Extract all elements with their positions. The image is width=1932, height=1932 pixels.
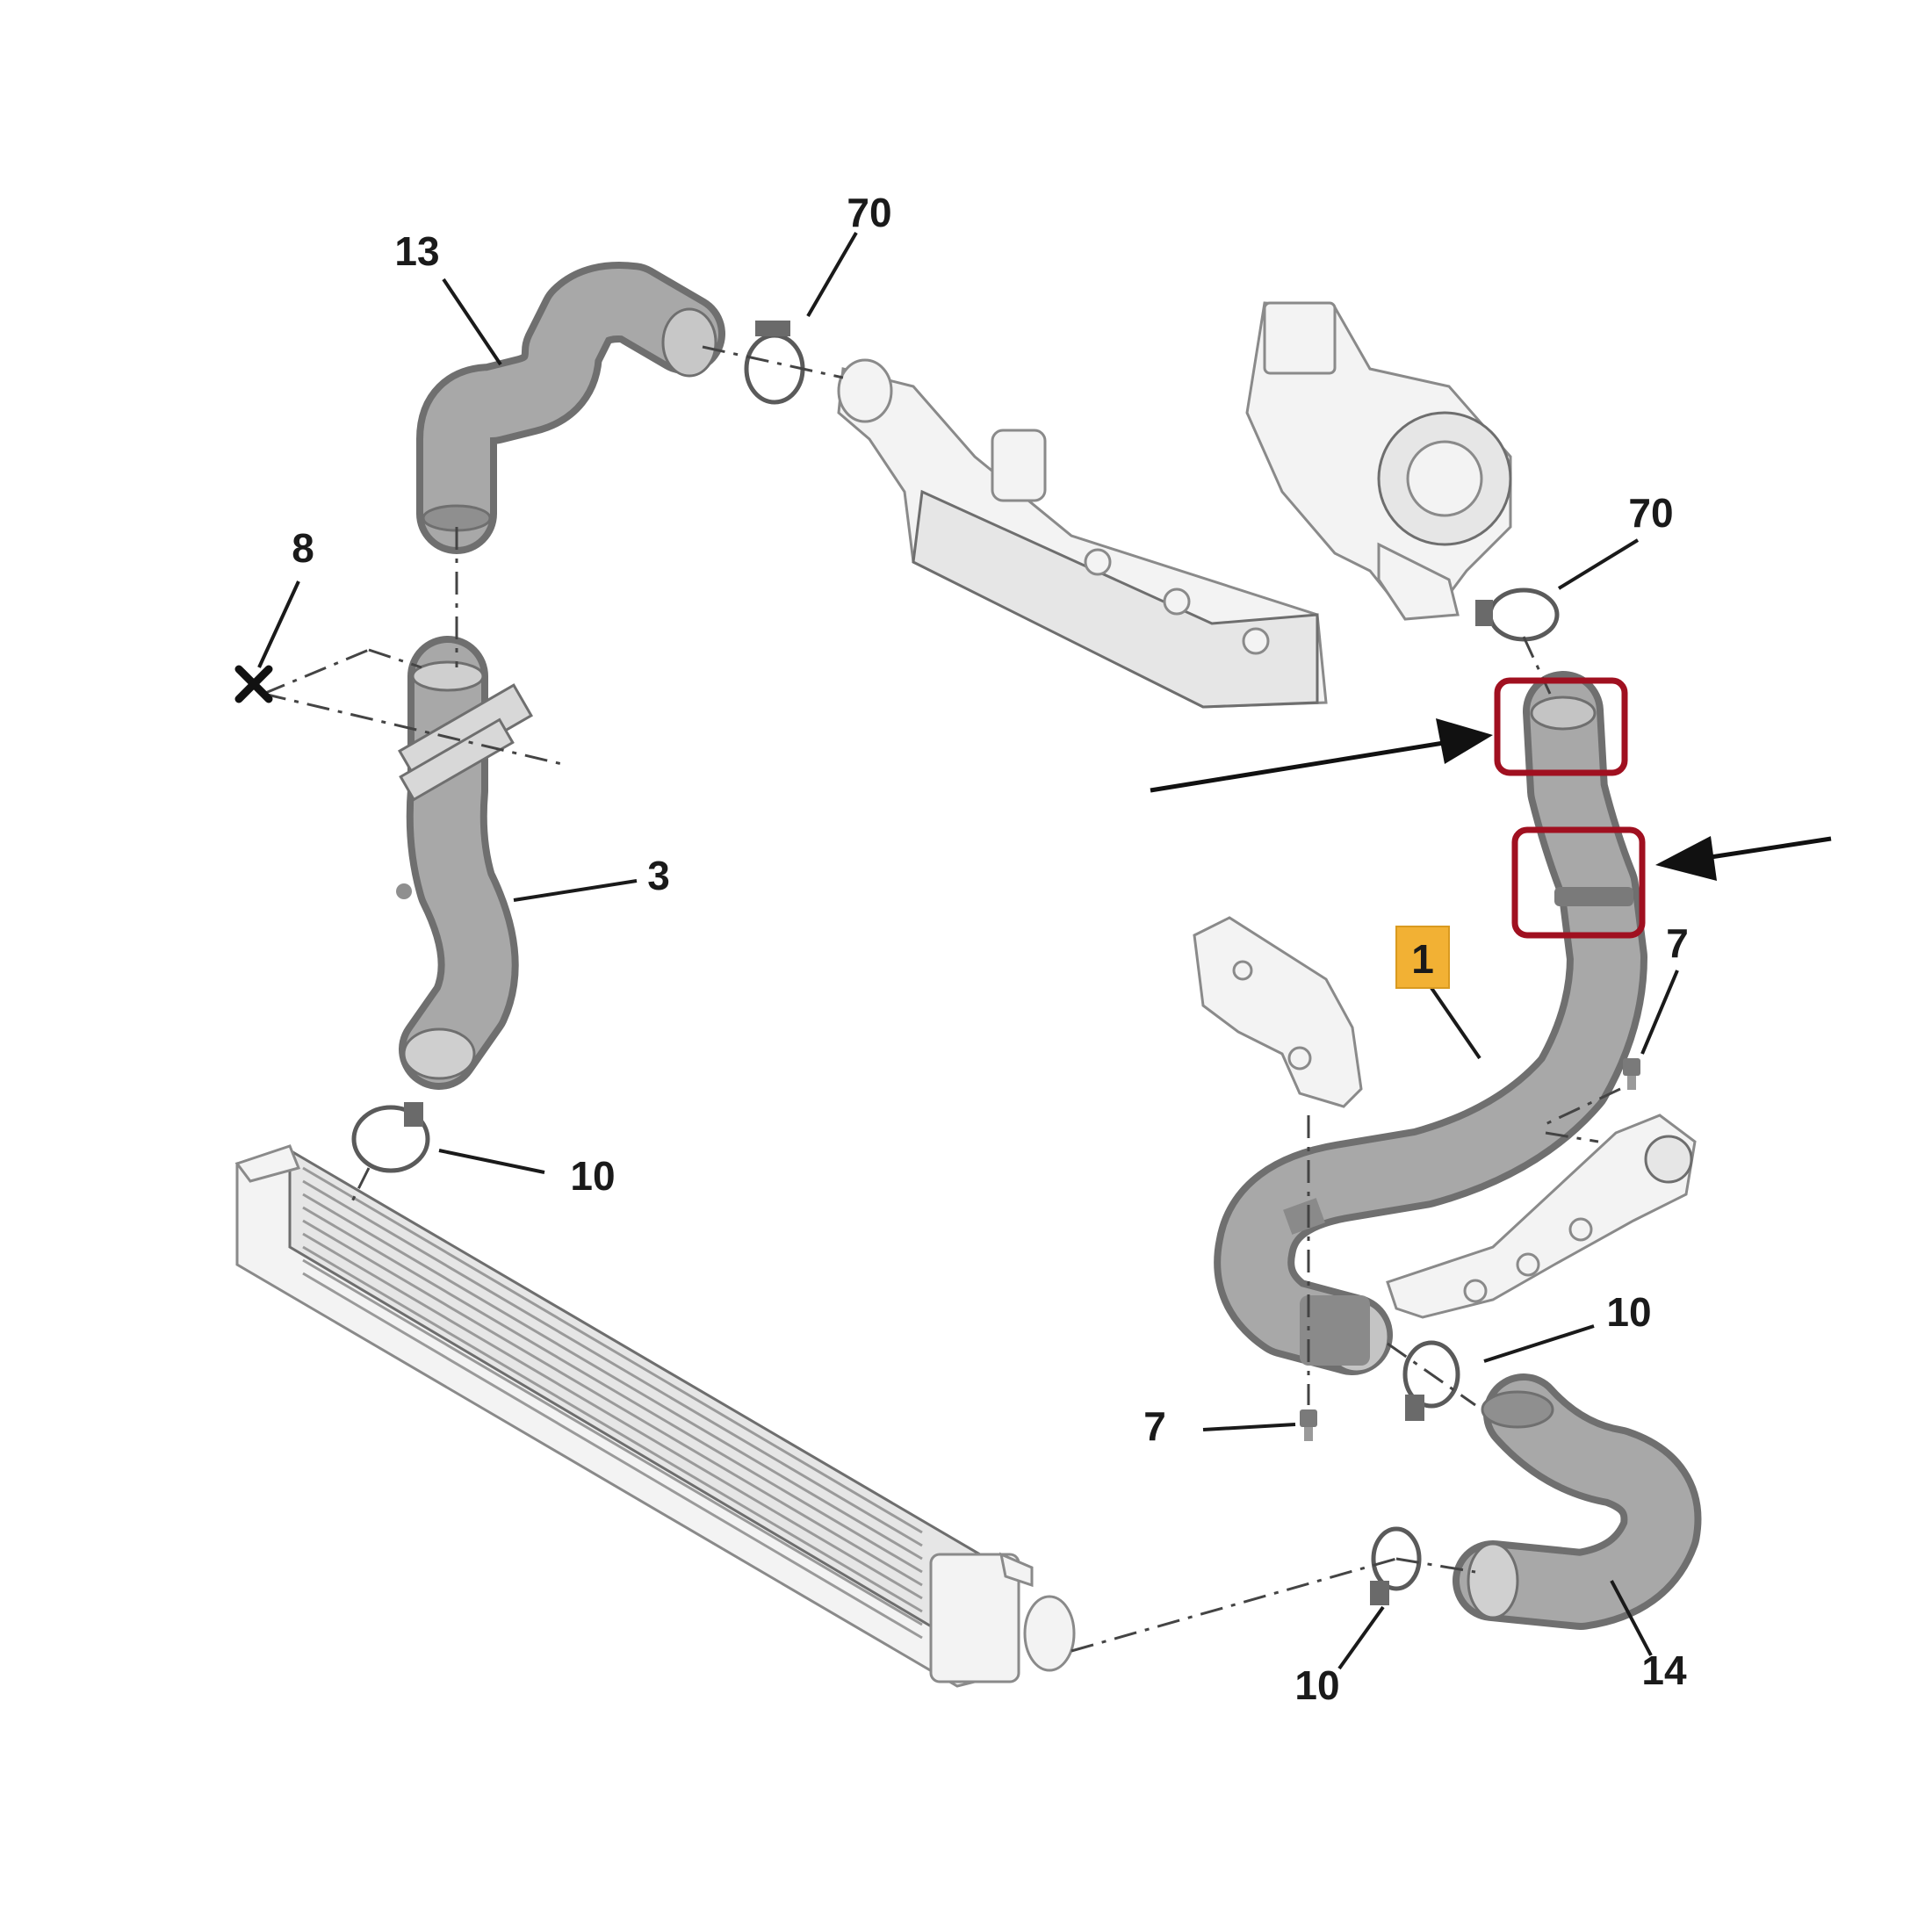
intercooler-outlet-pipe	[1023, 1595, 1076, 1672]
part-1-badge	[1395, 926, 1450, 989]
bolt-7-bottom	[1300, 1409, 1317, 1441]
clamp-10-right	[1402, 1340, 1460, 1421]
assembly-lines	[263, 345, 1621, 1653]
cross-mark-icon	[234, 665, 273, 703]
clamp-70-left	[744, 321, 805, 405]
highlight-box-upper	[1494, 677, 1628, 776]
callout-70-right: 70	[1628, 490, 1673, 536]
hose-1	[1214, 671, 1647, 1375]
engine-bracket	[1193, 916, 1363, 1108]
clamp-10-bottom	[1370, 1526, 1422, 1605]
arrow-right-icon	[1655, 836, 1832, 881]
mounting-arm	[1386, 1114, 1697, 1319]
intercooler-fins	[302, 1166, 923, 1640]
callout-7-right: 7	[1666, 920, 1689, 966]
hose-14	[1453, 1373, 1702, 1630]
highlight-box-lower	[1511, 826, 1646, 939]
arrow-right-icon	[1150, 718, 1493, 793]
clamp-70-right	[1475, 588, 1560, 642]
callout-70-left: 70	[847, 190, 891, 235]
callout-7-bottom: 7	[1143, 1403, 1166, 1449]
leader-lines	[257, 231, 1679, 1670]
clamp-10-left	[351, 1102, 430, 1173]
callout-10-right: 10	[1606, 1289, 1651, 1335]
callout-13: 13	[394, 228, 439, 274]
callout-10-bottom: 10	[1294, 1662, 1339, 1708]
intercooler-outlet-tank	[929, 1553, 1020, 1683]
callout-14: 14	[1641, 1647, 1687, 1693]
bolt-7-right	[1623, 1058, 1640, 1090]
callout-3: 3	[647, 853, 670, 898]
intercooler	[234, 1144, 1076, 1688]
hose-3	[396, 636, 534, 1090]
turbocharger	[1245, 301, 1512, 621]
hose-13	[416, 262, 725, 554]
callout-8: 8	[292, 525, 314, 571]
callout-10-left: 10	[570, 1153, 615, 1199]
intake-manifold	[837, 358, 1328, 709]
callout-1: 1	[1411, 936, 1434, 982]
